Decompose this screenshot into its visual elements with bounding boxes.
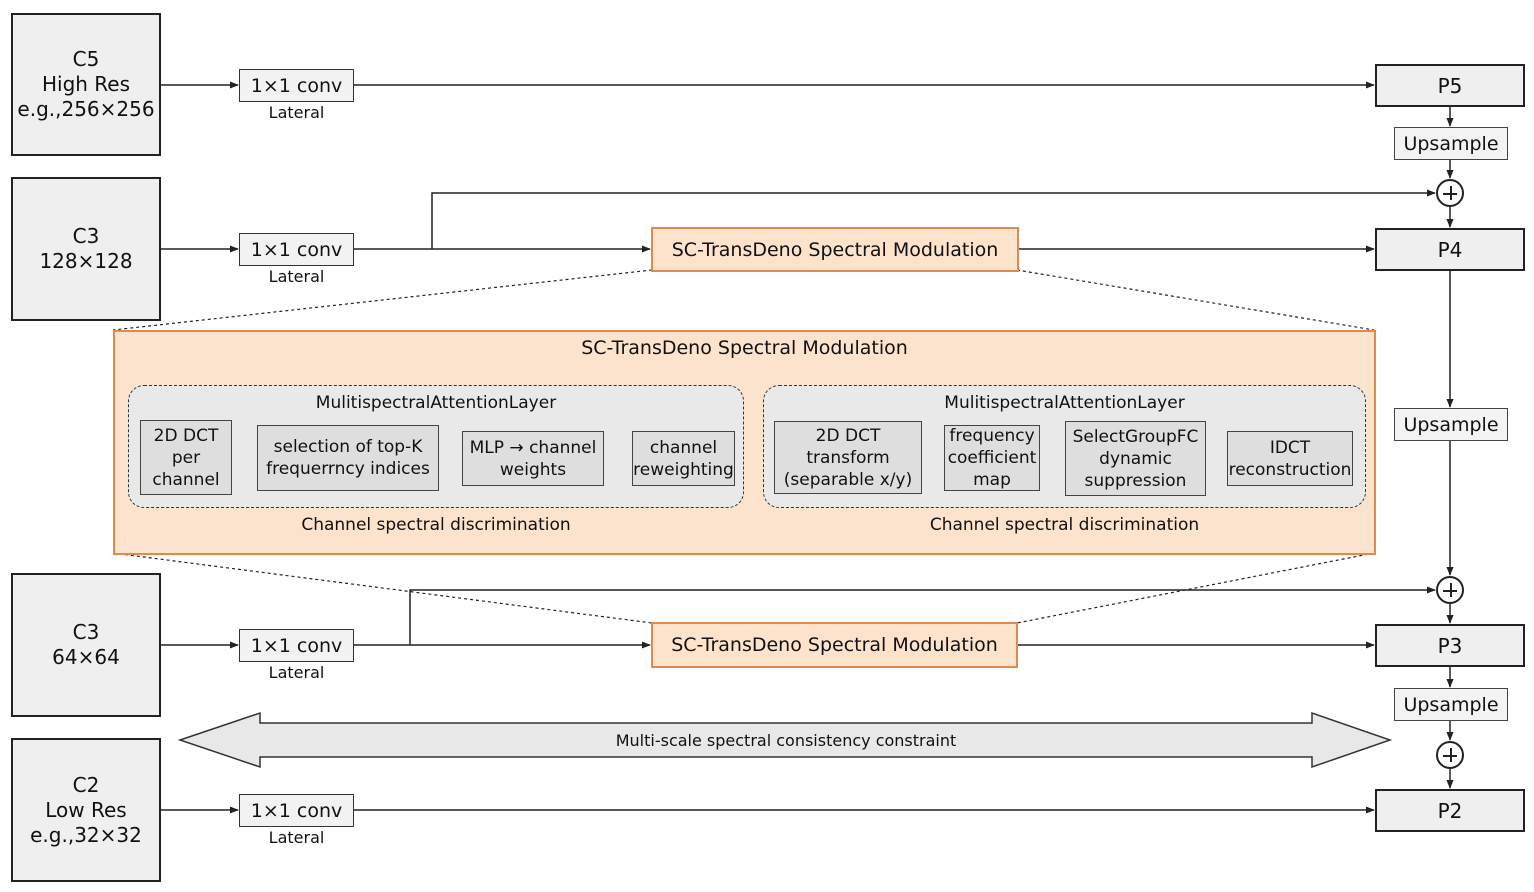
step-text: SelectGroupFC <box>1072 426 1199 447</box>
backbone-c3-box: C3 64×64 <box>11 573 161 717</box>
c3-name: C3 <box>72 620 100 644</box>
step-mlp-channel-weights: MLP → channel weights <box>462 431 604 486</box>
step-text: transform <box>806 447 890 468</box>
zoom-line-top-right <box>1016 269 1375 331</box>
step-text: 2D DCT <box>815 425 881 446</box>
backbone-c4-box: C3 128×128 <box>11 177 161 321</box>
step-2d-dct-transform: 2D DCT transform (separable x/y) <box>774 421 922 494</box>
c5-name: C5 <box>72 47 100 71</box>
step-text: 2D DCT <box>153 425 219 446</box>
step-text: reconstruction <box>1228 459 1352 480</box>
c2-desc: Low Res <box>45 797 127 822</box>
modulation-detail-panel: SC-TransDeno Spectral Modulation Mulitis… <box>113 330 1376 555</box>
conv-c5: 1×1 conv <box>239 69 354 102</box>
attention-layer-right-caption: Channel spectral discrimination <box>929 515 1200 535</box>
step-text: channel <box>649 437 718 458</box>
sc-modulation-lower: SC-TransDeno Spectral Modulation <box>651 622 1018 668</box>
consistency-double-arrow <box>177 711 1393 769</box>
step-idct-reconstruction: IDCT reconstruction <box>1227 431 1353 486</box>
conv-c2: 1×1 conv <box>239 794 354 827</box>
upsample-3: Upsample <box>1394 688 1508 721</box>
lateral-caption-c3: Lateral <box>268 663 325 682</box>
lateral-caption-c5: Lateral <box>268 103 325 122</box>
c2-name: C2 <box>72 772 100 797</box>
c5-size: e.g.,256×256 <box>17 97 155 121</box>
c2-size: e.g.,32×32 <box>30 822 142 847</box>
step-frequency-coefficient-map: frequency coefficient map <box>944 425 1040 491</box>
step-channel-reweighting: channel reweighting <box>632 431 735 486</box>
skip-to-plus-arrow <box>431 189 1436 249</box>
step-text: selection of top-K <box>273 437 423 457</box>
step-text: MLP → channel <box>469 437 597 458</box>
c4-name: C3 <box>72 224 100 248</box>
upsample-1: Upsample <box>1394 127 1508 160</box>
detail-title: SC-TransDeno Spectral Modulation <box>581 337 908 359</box>
step-topk-selection: selection of top-K frequerrncy indices <box>257 425 439 491</box>
skip3-to-plus-arrow <box>409 586 1436 645</box>
pyramid-p2: P2 <box>1375 789 1525 832</box>
pyramid-p5: P5 <box>1375 64 1525 107</box>
pyramid-p4: P4 <box>1375 228 1525 271</box>
backbone-c2-box: C2 Low Res e.g.,32×32 <box>11 738 161 882</box>
attention-layer-left-title: MulitispectralAttentionLayer <box>315 393 557 413</box>
sum-node-p4 <box>1436 179 1464 207</box>
step-text: per <box>171 447 201 468</box>
consistency-constraint-label: Multi-scale spectral consistency constra… <box>615 731 957 750</box>
sc-modulation-upper: SC-TransDeno Spectral Modulation <box>651 227 1019 272</box>
attention-layer-left-caption: Channel spectral discrimination <box>301 515 571 535</box>
conv-c4: 1×1 conv <box>239 233 354 266</box>
step-selectgroupfc-suppression: SelectGroupFC dynamic suppression <box>1065 421 1206 496</box>
zoom-line-bottom-right <box>1016 552 1375 624</box>
step-text: channel <box>152 469 220 490</box>
step-text: reweighting <box>633 459 734 480</box>
attention-layer-right-title: MulitispectralAttentionLayer <box>944 393 1185 413</box>
conv-c3: 1×1 conv <box>239 629 354 662</box>
c4-size: 128×128 <box>39 249 133 273</box>
step-text: coefficient <box>947 448 1037 468</box>
step-text: suppression <box>1084 470 1187 491</box>
step-text: frequerrncy indices <box>266 459 430 479</box>
step-text: frequency <box>949 426 1035 446</box>
pyramid-p3: P3 <box>1375 624 1525 667</box>
upsample-2: Upsample <box>1394 408 1508 441</box>
zoom-line-bottom-left <box>112 552 653 624</box>
step-text: map <box>973 470 1011 490</box>
step-text: (separable x/y) <box>783 469 913 490</box>
c3-size: 64×64 <box>52 645 120 669</box>
sum-node-p2 <box>1436 741 1464 769</box>
lateral-caption-c4: Lateral <box>268 267 325 286</box>
step-text: dynamic <box>1099 448 1172 469</box>
lateral-caption-c2: Lateral <box>268 828 325 847</box>
step-text: weights <box>499 459 567 480</box>
step-text: IDCT <box>1269 437 1311 458</box>
step-2d-dct-per-channel: 2D DCT per channel <box>140 420 232 495</box>
c5-desc: High Res <box>41 72 131 96</box>
zoom-line-top-left <box>112 269 653 331</box>
backbone-c5-box: C5 High Res e.g.,256×256 <box>11 13 161 156</box>
sum-node-p3 <box>1436 576 1464 604</box>
